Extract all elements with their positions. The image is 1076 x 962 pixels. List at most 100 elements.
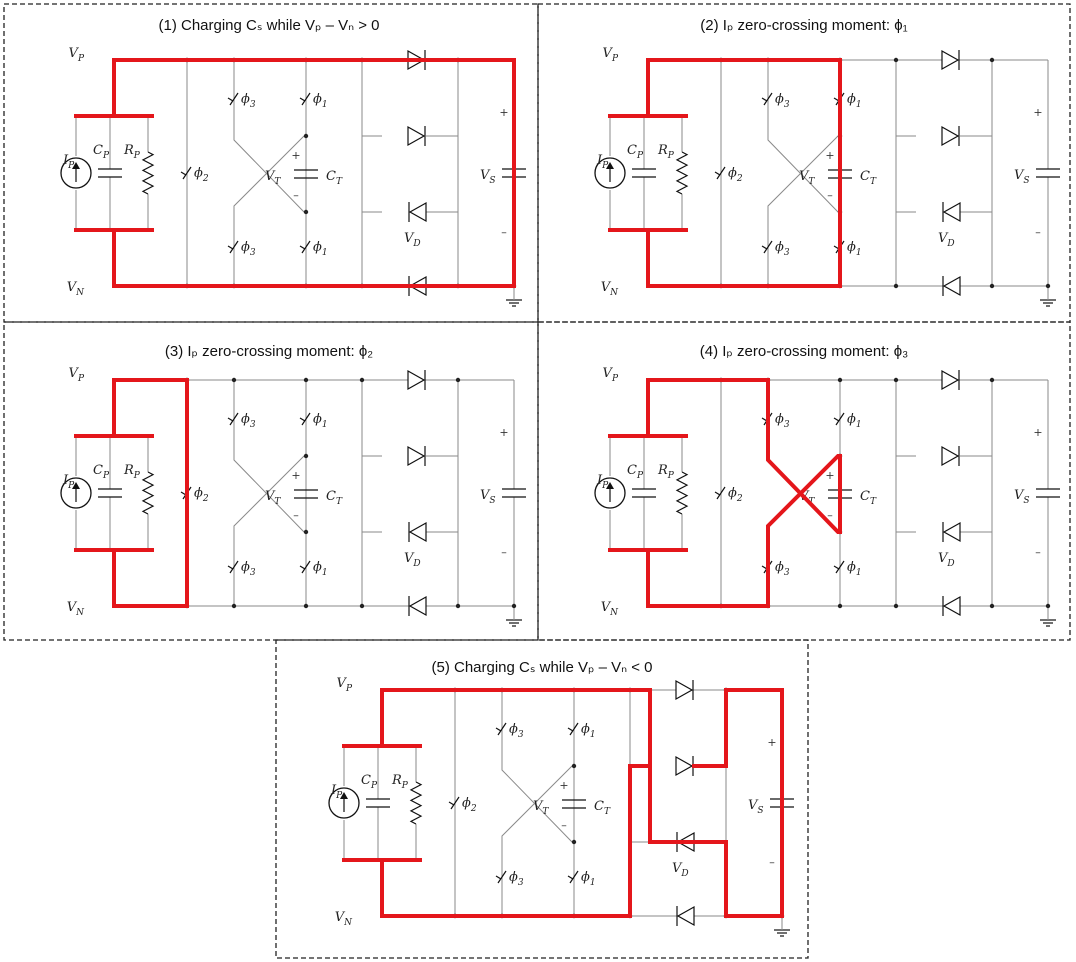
switch-tick: [299, 417, 306, 422]
arrow-head-icon: [72, 162, 80, 169]
current-path-highlight: [380, 688, 784, 918]
switch-label-phi1-subscript: 1: [856, 420, 862, 430]
current-path-highlight: [112, 58, 516, 288]
switch-icon: [763, 92, 773, 106]
switch-label-phi3-subscript: 3: [784, 100, 790, 110]
switch-tick: [299, 565, 306, 570]
wire: [767, 135, 839, 286]
switch-icon: [182, 166, 192, 180]
diode-icon: [941, 125, 960, 147]
switch-icon: [229, 412, 239, 426]
label-vd-symbol: V: [404, 551, 415, 566]
switch-label-phi1-symbol: ϕ: [581, 870, 590, 885]
switch-label-phi3-subscript: 3: [250, 568, 256, 578]
label-cp-symbol: C: [93, 463, 103, 478]
diode-icon: [941, 369, 960, 391]
label-vn-subscript: N: [609, 608, 619, 618]
switch-label-phi3: ϕ3: [775, 412, 790, 430]
label-ip-subscript: P: [601, 481, 609, 491]
label-rp-symbol: R: [123, 143, 134, 158]
label-rp: RP: [657, 143, 675, 161]
switch-label-phi2-symbol: ϕ: [194, 166, 203, 181]
switch-icon: [301, 560, 311, 574]
switch-label-phi1: ϕ1: [313, 240, 328, 258]
resistor-icon: [675, 151, 689, 195]
switch-label-phi1: ϕ1: [313, 412, 328, 430]
resistor-icon: [675, 471, 689, 515]
label-ip: IP: [596, 153, 609, 171]
label-vt-symbol: V: [533, 799, 544, 814]
switch-tick: [567, 875, 574, 880]
diode-icon: [941, 49, 960, 71]
sign-plus: +: [1033, 426, 1042, 439]
label-vt: VT: [799, 169, 815, 187]
label-rp: RP: [123, 463, 141, 481]
label-vd-subscript: D: [412, 559, 420, 569]
sign-plus: +: [559, 779, 568, 792]
sign-minus: –: [561, 819, 567, 832]
label-ip-symbol: I: [62, 153, 69, 168]
label-vs-subscript: S: [757, 806, 763, 816]
label-cp-subscript: P: [636, 151, 644, 161]
label-vn-subscript: N: [609, 288, 619, 298]
label-ip-subscript: P: [335, 791, 343, 801]
switch-label-phi1-symbol: ϕ: [847, 560, 856, 575]
label-cp: CP: [627, 143, 644, 161]
arrow-head-icon: [340, 792, 348, 799]
label-ip: IP: [330, 783, 343, 801]
junction-dot: [455, 377, 461, 383]
junction-dot: [303, 529, 309, 535]
label-rp-symbol: R: [657, 143, 668, 158]
switch-label-phi2-symbol: ϕ: [728, 486, 737, 501]
junction-dot: [303, 133, 309, 139]
label-vn: VN: [335, 910, 353, 928]
switch-label-phi1-subscript: 1: [322, 100, 328, 110]
switch-label-phi3: ϕ3: [241, 560, 256, 578]
label-ct: CT: [326, 169, 343, 187]
label-ct-subscript: T: [604, 807, 611, 817]
label-vs-symbol: V: [1014, 168, 1025, 183]
switch-tick: [495, 875, 502, 880]
switch-label-phi3: ϕ3: [775, 92, 790, 110]
label-rp-subscript: P: [667, 151, 675, 161]
switch-tick: [448, 801, 455, 806]
label-vd-subscript: D: [412, 239, 420, 249]
label-vp-symbol: V: [337, 676, 348, 691]
switch-label-phi1-symbol: ϕ: [313, 92, 322, 107]
switch-icon: [569, 722, 579, 736]
switch-tick: [714, 491, 721, 496]
label-vt-subscript: T: [808, 177, 815, 187]
label-ct: CT: [594, 799, 611, 817]
label-ct-subscript: T: [870, 497, 877, 507]
junction-dot: [359, 377, 365, 383]
switch-icon: [835, 412, 845, 426]
label-vd: VD: [404, 231, 421, 249]
label-vd: VD: [672, 861, 689, 879]
label-vp-symbol: V: [603, 46, 614, 61]
sign-minus: –: [501, 226, 507, 239]
label-vp: VP: [603, 366, 619, 384]
switch-label-phi1-symbol: ϕ: [313, 240, 322, 255]
arrow-head-icon: [606, 162, 614, 169]
switch-label-phi3-symbol: ϕ: [241, 240, 250, 255]
sign-plus: +: [1033, 106, 1042, 119]
switch-label-phi3-symbol: ϕ: [775, 560, 784, 575]
switch-label-phi3-subscript: 3: [250, 100, 256, 110]
junction-dot: [571, 839, 577, 845]
label-vs: VS: [480, 168, 496, 186]
label-vn: VN: [67, 600, 85, 618]
label-vs-subscript: S: [1023, 496, 1029, 506]
label-vn-symbol: V: [67, 280, 78, 295]
resistor-icon: [141, 471, 155, 515]
switch-label-phi1: ϕ1: [847, 412, 862, 430]
sign-plus: +: [825, 469, 834, 482]
resistor-icon: [409, 781, 423, 825]
switch-label-phi3: ϕ3: [241, 240, 256, 258]
diode-icon: [675, 679, 694, 701]
switch-tick: [833, 417, 840, 422]
junction-dot: [989, 603, 995, 609]
junction-dot: [303, 209, 309, 215]
switch-label-phi3-subscript: 3: [784, 568, 790, 578]
switch-label-phi3-symbol: ϕ: [509, 722, 518, 737]
